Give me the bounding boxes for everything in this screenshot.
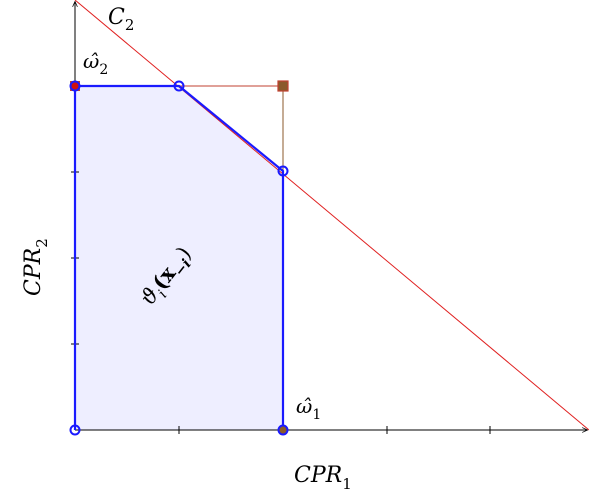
c2-line [74, 0, 589, 431]
x-axis-label: CPR1 [294, 463, 352, 493]
region-boundary [73, 84, 285, 430]
feasible-region [75, 86, 283, 430]
vertex-intersect-upper [173, 80, 185, 92]
vertex-omega1 [277, 424, 289, 436]
omega2-label: ω̂2 [83, 49, 108, 78]
box-corner-marker [277, 80, 289, 92]
omega2-point [69, 80, 81, 92]
vertex-origin [69, 424, 81, 436]
y-axis-label-group: CPR2 [21, 238, 51, 296]
y-axis-label: CPR2 [21, 238, 51, 296]
omega1-label: ω̂1 [296, 394, 321, 423]
curve-label: C2 [108, 5, 134, 34]
vertex-intersect-lower [277, 165, 289, 177]
